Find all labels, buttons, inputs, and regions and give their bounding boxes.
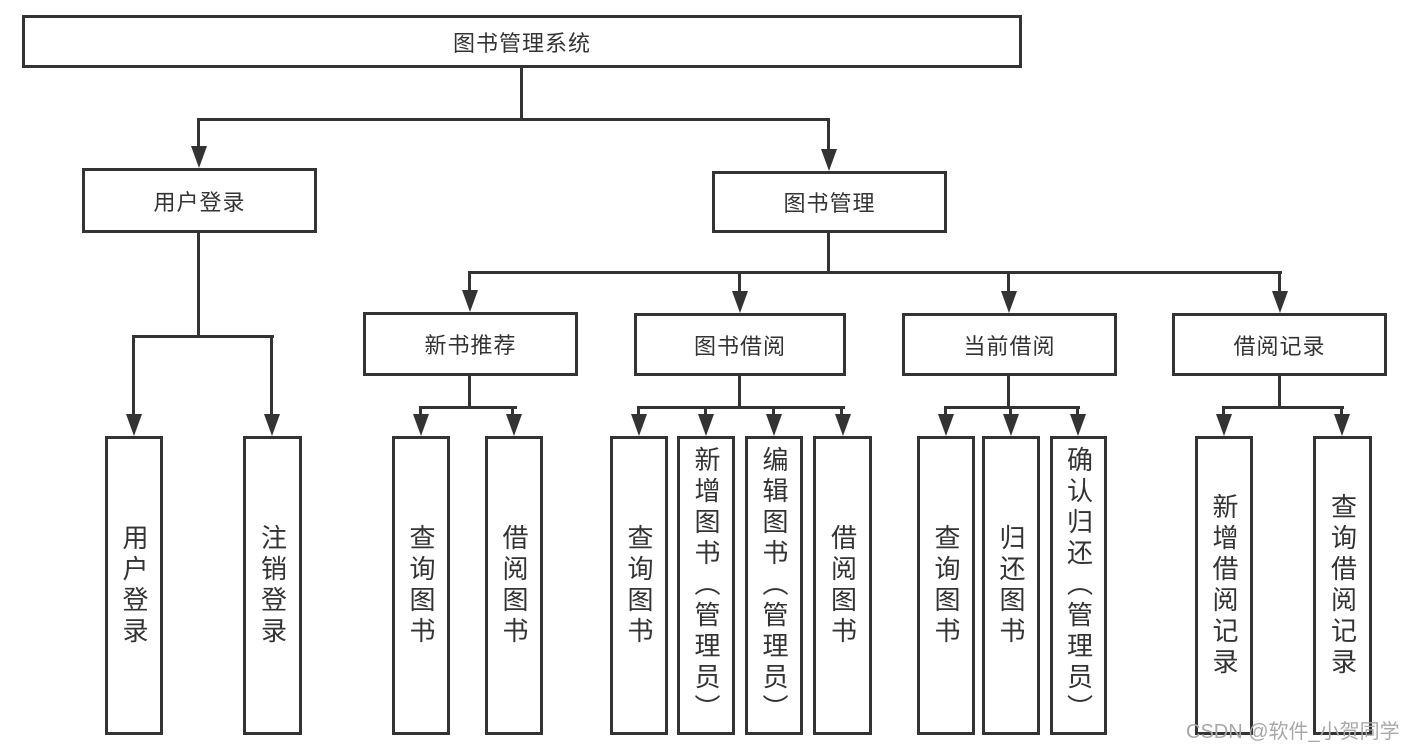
connector-line	[132, 335, 135, 416]
node-user-login-module: 用户登录	[82, 168, 317, 233]
node-user-login: 用户登录	[105, 436, 163, 735]
connector-line	[270, 335, 273, 416]
node-label: 新增借阅记录	[1209, 492, 1239, 679]
arrow-down-icon	[264, 414, 280, 436]
node-label: 图书管理系统	[452, 30, 591, 56]
node-edit-books-admin: 编辑图书（管理员）	[745, 436, 803, 735]
node-label: 查询图书	[624, 523, 654, 648]
node-label: 查询图书	[406, 523, 436, 648]
node-label: 确认归还（管理员）	[1063, 446, 1094, 725]
node-borrowing-records: 借阅记录	[1172, 313, 1387, 376]
node-newbook-borrow-books: 借阅图书	[485, 436, 543, 735]
arrow-down-icon	[698, 414, 714, 436]
connector-line	[468, 271, 1282, 274]
csdn-watermark: CSDN @软件_小贺同学	[1186, 721, 1400, 743]
connector-line	[827, 233, 830, 273]
node-label: 编辑图书（管理员）	[759, 446, 789, 725]
node-label: 借阅记录	[1233, 333, 1326, 359]
connector-line	[944, 406, 1080, 409]
arrow-down-icon	[1001, 291, 1017, 313]
node-label: 用户登录	[153, 189, 246, 215]
arrow-down-icon	[766, 414, 782, 436]
arrow-down-icon	[732, 291, 748, 313]
connector-line	[468, 271, 471, 292]
arrow-down-icon	[191, 146, 207, 168]
arrow-down-icon	[835, 414, 851, 436]
connector-line	[520, 68, 523, 120]
node-query-borrow-record: 查询借阅记录	[1313, 436, 1372, 735]
node-current-query-books: 查询图书	[917, 436, 975, 735]
node-label: 图书管理	[783, 191, 876, 216]
node-book-borrowing: 图书借阅	[634, 313, 846, 376]
arrow-down-icon	[631, 414, 647, 436]
node-label: 借阅图书	[499, 523, 529, 648]
connector-line	[1278, 376, 1281, 408]
arrow-down-icon	[821, 149, 837, 171]
connector-line	[944, 406, 947, 417]
node-borrow-books: 借阅图书	[813, 436, 872, 735]
node-label: 注销登录	[257, 523, 288, 648]
node-label: 借阅图书	[827, 523, 858, 648]
connector-line	[197, 233, 200, 337]
arrow-down-icon	[1272, 291, 1288, 313]
node-current-borrowing: 当前借阅	[902, 313, 1117, 376]
connector-line	[840, 406, 843, 417]
connector-line	[1222, 406, 1344, 409]
node-label: 查询借阅记录	[1327, 492, 1358, 679]
connector-line	[419, 406, 422, 417]
connector-line	[637, 406, 640, 417]
node-new-book-recommend: 新书推荐	[363, 312, 578, 376]
connector-line	[1340, 406, 1343, 417]
connector-line	[704, 406, 707, 417]
connector-line	[1009, 406, 1012, 417]
node-label: 归还图书	[996, 523, 1026, 648]
node-newbook-query-books: 查询图书	[392, 436, 450, 735]
arrow-down-icon	[413, 414, 429, 436]
node-label: 新增图书（管理员）	[691, 446, 721, 725]
node-label: 新书推荐	[424, 333, 517, 358]
connector-line	[468, 376, 471, 408]
node-add-books-admin: 新增图书（管理员）	[677, 436, 735, 735]
arrow-down-icon	[462, 290, 478, 312]
connector-line	[772, 406, 775, 417]
connector-line	[1007, 376, 1010, 408]
arrow-down-icon	[938, 414, 954, 436]
connector-line	[1076, 406, 1079, 417]
arrow-down-icon	[126, 414, 142, 436]
node-root-system: 图书管理系统	[22, 15, 1022, 68]
node-book-management-module: 图书管理	[712, 171, 947, 233]
arrow-down-icon	[1334, 414, 1350, 436]
connector-line	[419, 406, 517, 409]
node-add-borrow-record: 新增借阅记录	[1195, 436, 1253, 735]
node-return-books: 归还图书	[982, 436, 1040, 735]
node-label: 查询图书	[931, 523, 961, 648]
connector-line	[132, 335, 274, 338]
arrow-down-icon	[506, 414, 522, 436]
connector-line	[511, 406, 514, 417]
node-confirm-return-admin: 确认归还（管理员）	[1050, 436, 1107, 735]
connector-line	[197, 118, 830, 121]
connector-line	[827, 118, 830, 153]
connector-line	[1278, 271, 1281, 293]
connector-line	[197, 118, 200, 150]
connector-line	[637, 406, 845, 409]
arrow-down-icon	[1003, 414, 1019, 436]
node-label: 当前借阅	[963, 333, 1056, 359]
connector-line	[1007, 271, 1010, 293]
node-borrow-query-books: 查询图书	[610, 436, 668, 735]
connector-line	[738, 271, 741, 293]
node-logout: 注销登录	[243, 436, 302, 735]
node-label: 用户登录	[119, 523, 149, 648]
arrow-down-icon	[1070, 414, 1086, 436]
arrow-down-icon	[1216, 414, 1232, 436]
connector-line	[738, 376, 741, 408]
node-label: 图书借阅	[693, 333, 786, 359]
connector-line	[1222, 406, 1225, 417]
